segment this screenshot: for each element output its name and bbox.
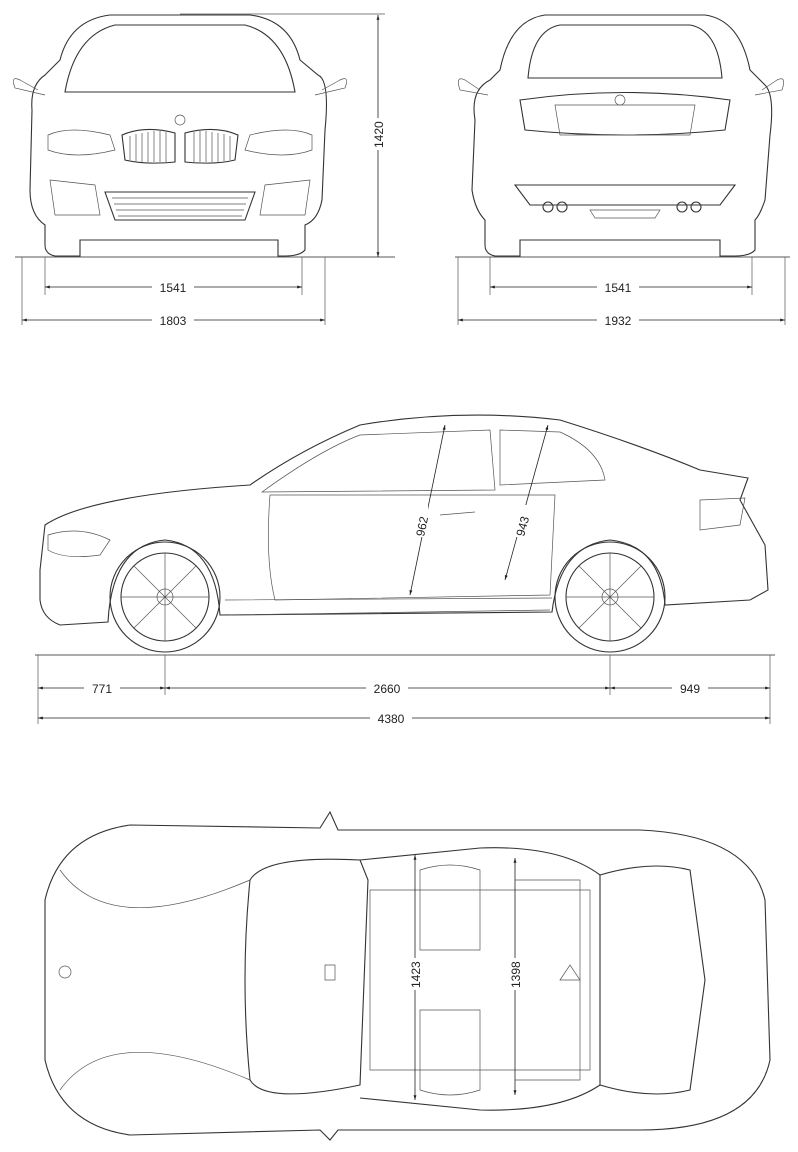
width-with-mirrors-label: 1932	[605, 314, 632, 328]
rear-shoulder-width-label: 1398	[509, 961, 523, 988]
front-headroom-label: 962	[413, 515, 431, 538]
width-label: 1803	[160, 314, 187, 328]
side-view: 962 943	[39, 414, 769, 653]
rear-view	[458, 14, 784, 257]
front-view	[13, 14, 347, 257]
front-overhang-label: 771	[92, 682, 112, 696]
front-shoulder-width-label: 1423	[409, 961, 423, 988]
length-label: 4380	[378, 712, 405, 726]
wheelbase-label: 2660	[374, 682, 401, 696]
front-track-label: 1541	[160, 281, 187, 295]
rear-headroom-label: 943	[513, 514, 532, 537]
rear-overhang-label: 949	[680, 682, 700, 696]
top-view: 1423 1398	[44, 810, 771, 1141]
height-label: 1420	[372, 121, 386, 148]
rear-track-label: 1541	[605, 281, 632, 295]
